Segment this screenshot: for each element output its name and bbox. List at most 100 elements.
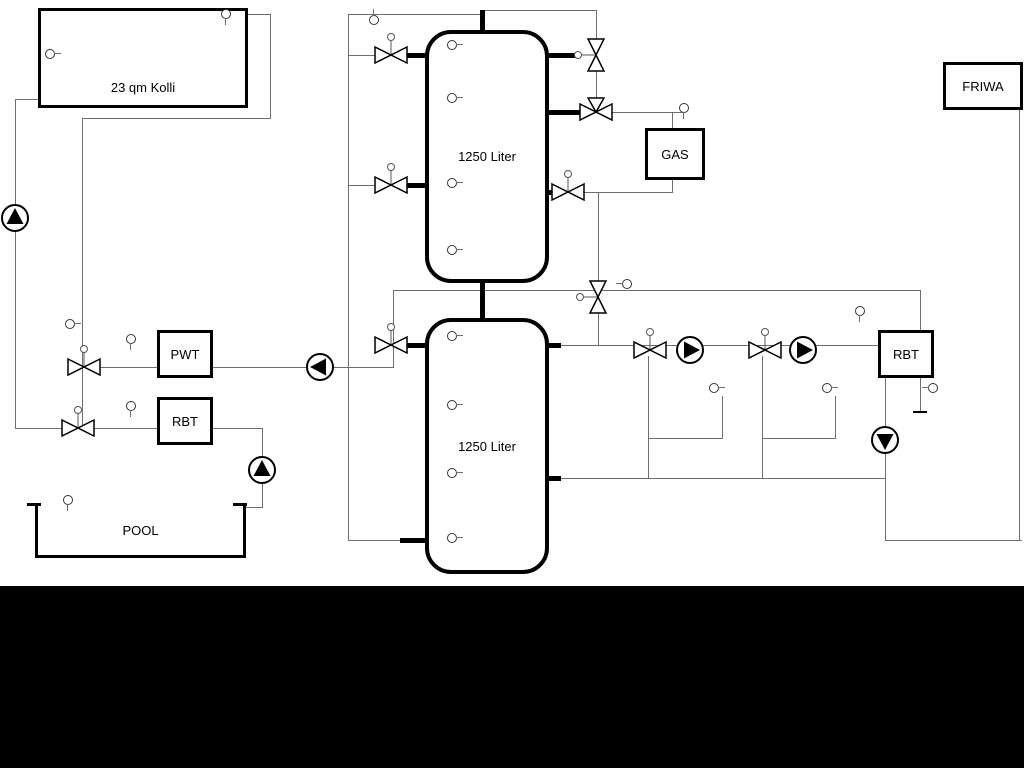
pipe [885,372,886,541]
temp-sensor-icon [855,306,865,322]
tank-connector [480,273,485,320]
pipe [762,356,763,478]
pipe [393,290,599,291]
pipe [348,14,483,15]
temp-sensor-icon [126,401,136,417]
pool-label: POOL [122,522,159,538]
pump-up-icon [247,455,277,485]
diagram-canvas: 23 qm Kolli 1250 Liter 1250 Liter PWT RB… [0,0,1024,586]
buffer-tank-bottom-label: 1250 Liter [458,438,516,454]
temp-sensor-icon [63,495,73,511]
temp-sensor-icon [616,279,632,289]
black-bottom-band [0,586,1024,768]
pipe [835,396,836,439]
gas-label: GAS [661,146,689,162]
solar-collector-label: 23 qm Kolli [110,80,176,95]
temp-sensor-icon [369,9,379,25]
pipe [348,540,401,541]
pipe [82,367,83,428]
pool-basin: POOL [35,505,246,558]
pipe [762,438,836,439]
tank-port [407,183,425,188]
temp-sensor-icon [65,319,81,329]
pipe [348,14,349,541]
friwa-station: FRIWA [943,62,1023,110]
temp-sensor-icon [679,103,689,119]
tank-top-stub [480,10,485,32]
pipe [598,192,599,345]
mixing-valve-vertical-icon [575,280,608,314]
temp-sensor-icon [447,93,463,103]
mixing-valve-icon [67,344,101,377]
rbt-left-label: RBT [172,413,198,429]
temp-sensor-icon [922,383,938,393]
tank-port [541,110,581,115]
rbt-left-unit: RBT [157,397,213,445]
buffer-tank-top: 1250 Liter [425,30,549,283]
pipe [560,345,878,346]
mixing-valve-icon [633,327,667,360]
pipe [722,396,723,439]
pipe [612,112,684,113]
pipe [648,356,649,478]
heat-exchanger-pwt: PWT [157,330,213,378]
friwa-label: FRIWA [962,78,1004,94]
temp-sensor-icon [447,245,463,255]
tank-port [400,538,426,543]
mixing-valve-icon [374,322,408,355]
pipe [1019,104,1020,541]
pump-left-icon [305,352,335,382]
pipe [15,99,16,429]
pipe [82,118,83,368]
rbt-right-unit: RBT [878,330,934,378]
pipe [648,438,723,439]
pipe [82,118,271,119]
pipe [207,367,394,368]
three-way-valve-icon [579,97,613,127]
pump-up-icon [0,203,30,233]
pipe [207,428,263,429]
pool-rim-right [233,503,247,506]
tank-port [407,53,425,58]
pipe [560,478,886,479]
temp-sensor-icon [447,468,463,478]
mixing-valve-icon [374,32,408,65]
pipe [15,99,39,100]
mixing-valve-icon [61,405,95,438]
temp-sensor-icon [221,9,231,25]
tank-port [541,343,561,348]
temp-sensor-icon [447,178,463,188]
pump-right-icon [788,335,818,365]
mixing-valve-icon [374,162,408,195]
pipe [242,507,263,508]
pool-rim-left [27,503,41,506]
pipe [672,173,673,193]
tank-port [407,343,425,348]
solar-collector: 23 qm Kolli [38,8,248,108]
tank-port [541,476,561,481]
pipe-end-cap [913,411,927,413]
buffer-tank-top-label: 1250 Liter [458,149,516,164]
pipe [482,10,597,11]
mixing-valve-icon [748,327,782,360]
temp-sensor-icon [447,400,463,410]
temp-sensor-icon [822,383,838,393]
pump-down-icon [870,425,900,455]
gas-boiler: GAS [645,128,705,180]
pipe [598,290,921,291]
pwt-label: PWT [170,346,200,362]
temp-sensor-icon [447,533,463,543]
pump-right-icon [675,335,705,365]
rbt-right-label: RBT [893,346,919,362]
pipe [242,14,271,15]
temp-sensor-icon [126,334,136,350]
temp-sensor-icon [447,331,463,341]
pipe [672,112,673,129]
mixing-valve-vertical-icon [573,38,606,72]
tank-port [541,53,581,58]
mixing-valve-icon [551,169,585,202]
temp-sensor-icon [709,383,725,393]
pipe [885,540,1022,541]
pipe [552,192,672,193]
